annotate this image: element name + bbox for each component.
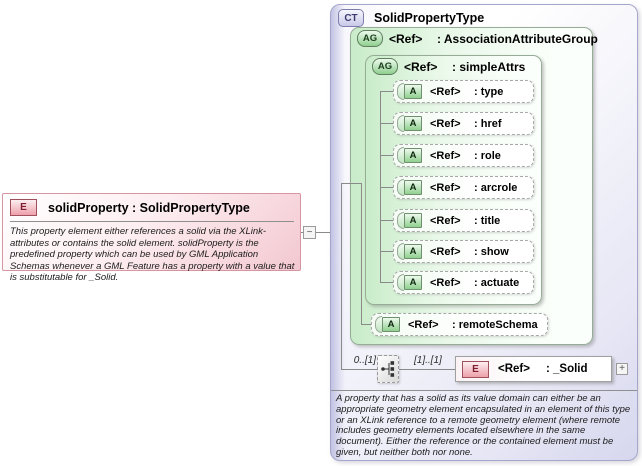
connector-line (380, 91, 394, 92)
connector-line (341, 369, 377, 370)
connector-line (380, 251, 394, 252)
divider (10, 221, 294, 222)
attribute-icon: A (404, 275, 422, 290)
attribute-arc (397, 147, 404, 164)
attribute-arc (397, 115, 404, 132)
attribute-label: : remoteSchema (452, 318, 538, 331)
complex-type-icon: CT (338, 9, 364, 27)
attribute-icon: A (382, 317, 400, 332)
group-label: : simpleAttrs (452, 59, 526, 74)
connector-line (301, 232, 341, 233)
connector-line (380, 282, 394, 283)
attribute-row-title[interactable]: A <Ref> : title (393, 209, 534, 232)
attribute-arc (375, 316, 382, 333)
cardinality-right: [1]..[1] (414, 355, 442, 366)
attribute-arc (397, 83, 404, 100)
connector-line (341, 183, 362, 184)
connector-line (380, 155, 394, 156)
element-label: : _Solid (546, 363, 588, 375)
attribute-group-icon: AG (357, 30, 383, 47)
element-annotation: This property element either references … (10, 226, 295, 283)
collapse-toggle[interactable]: − (303, 226, 316, 239)
attribute-icon: A (404, 213, 422, 228)
attribute-row-type[interactable]: A <Ref> : type (393, 80, 534, 103)
connector-line (361, 324, 372, 325)
complex-type-annotation: A property that has a solid as its value… (336, 393, 631, 458)
solid-property-element-box[interactable]: E solidProperty : SolidPropertyType This… (2, 193, 301, 283)
attribute-row-remote-schema[interactable]: A <Ref> : remoteSchema (371, 313, 548, 336)
attribute-ref: <Ref> (430, 149, 461, 162)
attribute-label: : show (474, 245, 509, 258)
complex-type-title: SolidPropertyType (374, 11, 485, 25)
attribute-ref: <Ref> (430, 85, 461, 98)
attribute-icon: A (404, 84, 422, 99)
attribute-label: : type (474, 85, 504, 98)
attribute-row-href[interactable]: A <Ref> : href (393, 112, 534, 135)
sequence-compositor-icon[interactable] (377, 355, 399, 383)
attribute-arc (397, 274, 404, 291)
connector-line (341, 183, 342, 370)
attribute-row-role[interactable]: A <Ref> : role (393, 144, 534, 167)
attribute-icon: A (404, 116, 422, 131)
attribute-label: : role (474, 149, 501, 162)
attribute-row-actuate[interactable]: A <Ref> : actuate (393, 271, 534, 294)
attribute-ref: <Ref> (430, 214, 461, 227)
attribute-row-show[interactable]: A <Ref> : show (393, 240, 534, 263)
attribute-label: : href (474, 117, 502, 130)
element-header: E solidProperty : SolidPropertyType (3, 194, 300, 218)
connector-line (361, 183, 362, 324)
attribute-arc (397, 179, 404, 196)
element-icon: E (462, 360, 489, 378)
attribute-label: : arcrole (474, 181, 518, 194)
attribute-row-arcrole[interactable]: A <Ref> : arcrole (393, 176, 534, 199)
element-title: solidProperty : SolidPropertyType (48, 200, 250, 215)
connector-line (380, 91, 381, 282)
connector-line (380, 187, 394, 188)
divider (331, 390, 637, 391)
attribute-label: : title (474, 214, 501, 227)
complex-type-header: CT SolidPropertyType (338, 9, 484, 27)
attribute-ref: <Ref> (408, 318, 439, 331)
element-ref: <Ref> (498, 363, 530, 375)
group-label: : AssociationAttributeGroup (437, 31, 598, 46)
attribute-icon: A (404, 180, 422, 195)
attribute-icon: A (404, 244, 422, 259)
cardinality-left: 0..[1] (353, 355, 376, 366)
attribute-group-icon: AG (372, 58, 398, 75)
attribute-label: : actuate (474, 276, 520, 289)
connector-line (380, 123, 394, 124)
attribute-arc (397, 212, 404, 229)
sequence-glyph (381, 361, 395, 377)
attribute-ref: <Ref> (430, 276, 461, 289)
attribute-ref: <Ref> (430, 245, 461, 258)
attribute-ref: <Ref> (430, 181, 461, 194)
simple-attrs-header: AG <Ref> : simpleAttrs (372, 58, 525, 75)
association-group-header: AG <Ref> : AssociationAttributeGroup (357, 30, 598, 47)
group-ref: <Ref> (404, 59, 438, 74)
element-icon: E (10, 199, 37, 216)
expand-toggle[interactable]: + (616, 363, 628, 375)
attribute-ref: <Ref> (430, 117, 461, 130)
connector-line (399, 369, 455, 370)
solid-ref-element-box[interactable]: E <Ref> : _Solid (455, 356, 612, 382)
attribute-icon: A (404, 148, 422, 163)
group-ref: <Ref> (389, 31, 423, 46)
connector-line (380, 220, 394, 221)
attribute-arc (397, 243, 404, 260)
